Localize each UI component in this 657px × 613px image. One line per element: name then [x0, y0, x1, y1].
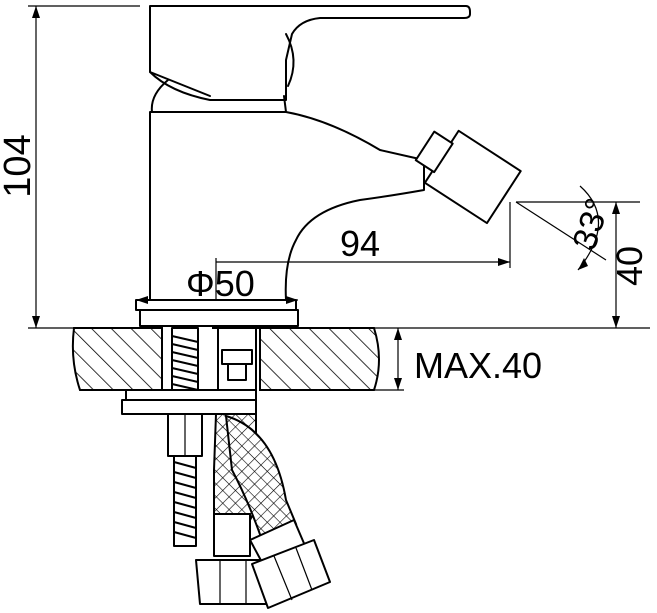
hose-fitting-left	[195, 513, 273, 605]
reach-dimension: 94	[216, 202, 511, 268]
height-label: 104	[0, 134, 39, 197]
spout-aerator	[414, 129, 522, 225]
braided-hoses	[213, 413, 298, 542]
threaded-stud	[171, 327, 199, 393]
base-plate	[135, 299, 299, 327]
height-dimension: 104	[0, 5, 140, 329]
mounting-plate	[121, 389, 257, 415]
angle-label: 33°	[565, 194, 617, 255]
max-thickness-dimension: MAX.40	[374, 328, 542, 391]
reach-label: 94	[340, 223, 380, 264]
hose-connector	[217, 327, 257, 391]
hose-fitting-right	[249, 519, 331, 609]
diameter-label: Φ50	[186, 263, 255, 304]
spout-height-label: 40	[609, 246, 650, 286]
faucet-body	[149, 111, 425, 301]
lever-handle	[149, 5, 471, 101]
max-thickness-label: MAX.40	[414, 345, 542, 386]
diameter-dimension: Φ50	[136, 258, 298, 304]
nut-and-stud	[167, 413, 203, 547]
